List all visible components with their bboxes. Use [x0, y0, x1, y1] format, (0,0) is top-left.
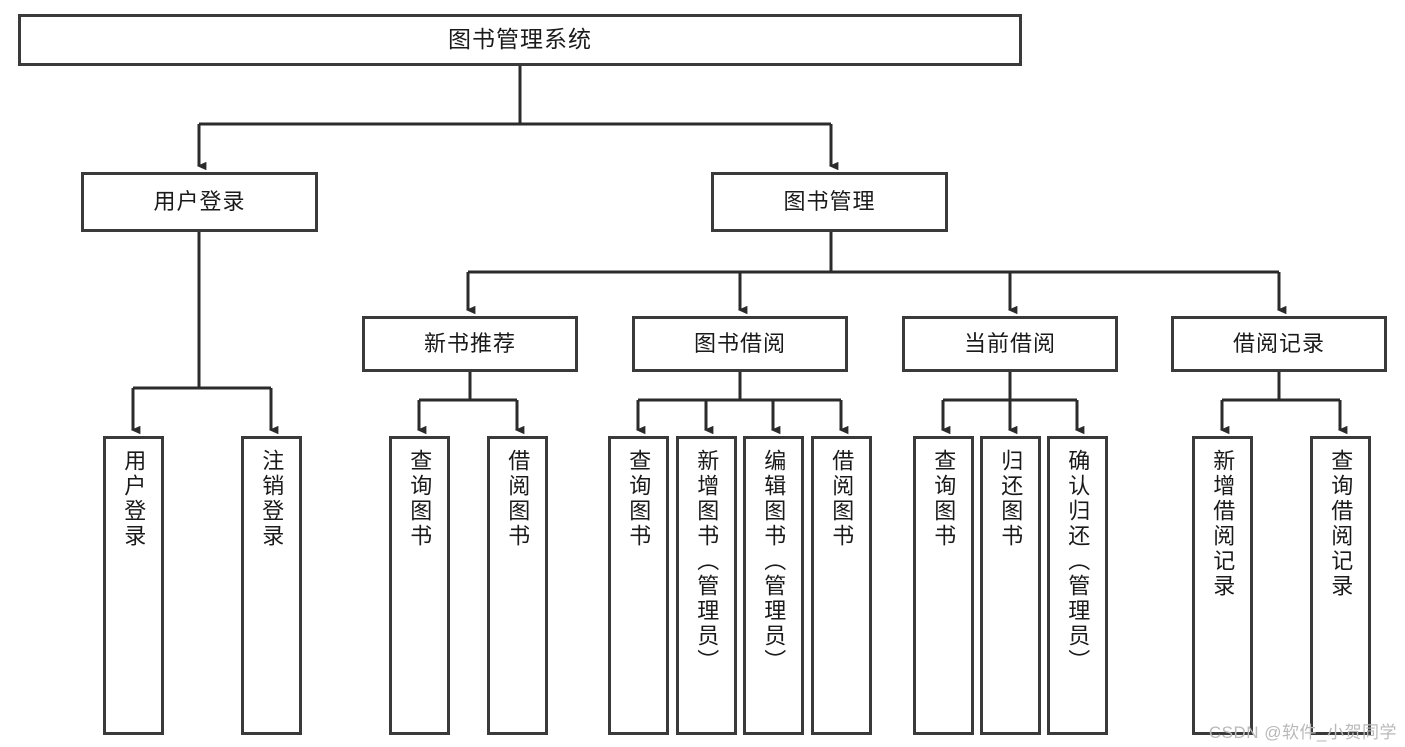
node-root-book-management-system[interactable]: 图书管理系统: [18, 14, 1022, 66]
node-label: 确认归还（管理员）: [1065, 449, 1091, 674]
node-borrow-record[interactable]: 借阅记录: [1171, 316, 1387, 372]
node-label: 新增图书（管理员）: [694, 449, 720, 674]
node-current-borrow[interactable]: 当前借阅: [902, 316, 1118, 372]
node-label: 查询图书: [931, 449, 957, 549]
node-label: 图书借阅: [693, 330, 786, 356]
leaf-book-borrow-borrow-book[interactable]: 借阅图书: [811, 436, 872, 735]
node-label: 当前借阅: [963, 330, 1056, 356]
node-label: 注销登录: [259, 449, 285, 549]
leaf-user-login-signin[interactable]: 用户登录: [103, 436, 164, 735]
leaf-new-book-query-book[interactable]: 查询图书: [389, 436, 450, 735]
node-label: 新增借阅记录: [1210, 449, 1236, 599]
node-book-management[interactable]: 图书管理: [711, 172, 948, 232]
node-label: 借阅记录: [1232, 330, 1325, 356]
node-label: 归还图书: [998, 449, 1024, 549]
node-label: 新书推荐: [423, 330, 516, 356]
node-new-book-recommend[interactable]: 新书推荐: [362, 316, 578, 372]
node-label: 图书管理系统: [448, 26, 592, 53]
leaf-borrow-record-add-record[interactable]: 新增借阅记录: [1192, 436, 1253, 735]
leaf-new-book-borrow-book[interactable]: 借阅图书: [487, 436, 548, 735]
node-label: 借阅图书: [829, 449, 855, 549]
leaf-borrow-record-query-record[interactable]: 查询借阅记录: [1310, 436, 1371, 735]
leaf-book-borrow-query-book[interactable]: 查询图书: [608, 436, 669, 735]
node-label: 查询借阅记录: [1328, 449, 1354, 599]
node-label: 查询图书: [407, 449, 433, 549]
node-book-borrow[interactable]: 图书借阅: [632, 316, 848, 372]
node-label: 借阅图书: [505, 449, 531, 549]
leaf-current-borrow-query-book[interactable]: 查询图书: [913, 436, 974, 735]
node-label: 用户登录: [153, 188, 246, 214]
node-label: 用户登录: [121, 449, 147, 549]
node-user-login[interactable]: 用户登录: [81, 172, 318, 232]
leaf-user-login-signout[interactable]: 注销登录: [241, 436, 302, 735]
leaf-book-borrow-edit-book-admin[interactable]: 编辑图书（管理员）: [743, 436, 804, 735]
node-label: 查询图书: [626, 449, 652, 549]
leaf-book-borrow-add-book-admin[interactable]: 新增图书（管理员）: [676, 436, 737, 735]
leaf-current-borrow-confirm-return-admin[interactable]: 确认归还（管理员）: [1047, 436, 1108, 735]
node-label: 编辑图书（管理员）: [761, 449, 787, 674]
leaf-current-borrow-return-book[interactable]: 归还图书: [980, 436, 1041, 735]
csdn-watermark: CSDN @软件_小贺同学: [1208, 723, 1397, 742]
node-label: 图书管理: [783, 188, 876, 214]
